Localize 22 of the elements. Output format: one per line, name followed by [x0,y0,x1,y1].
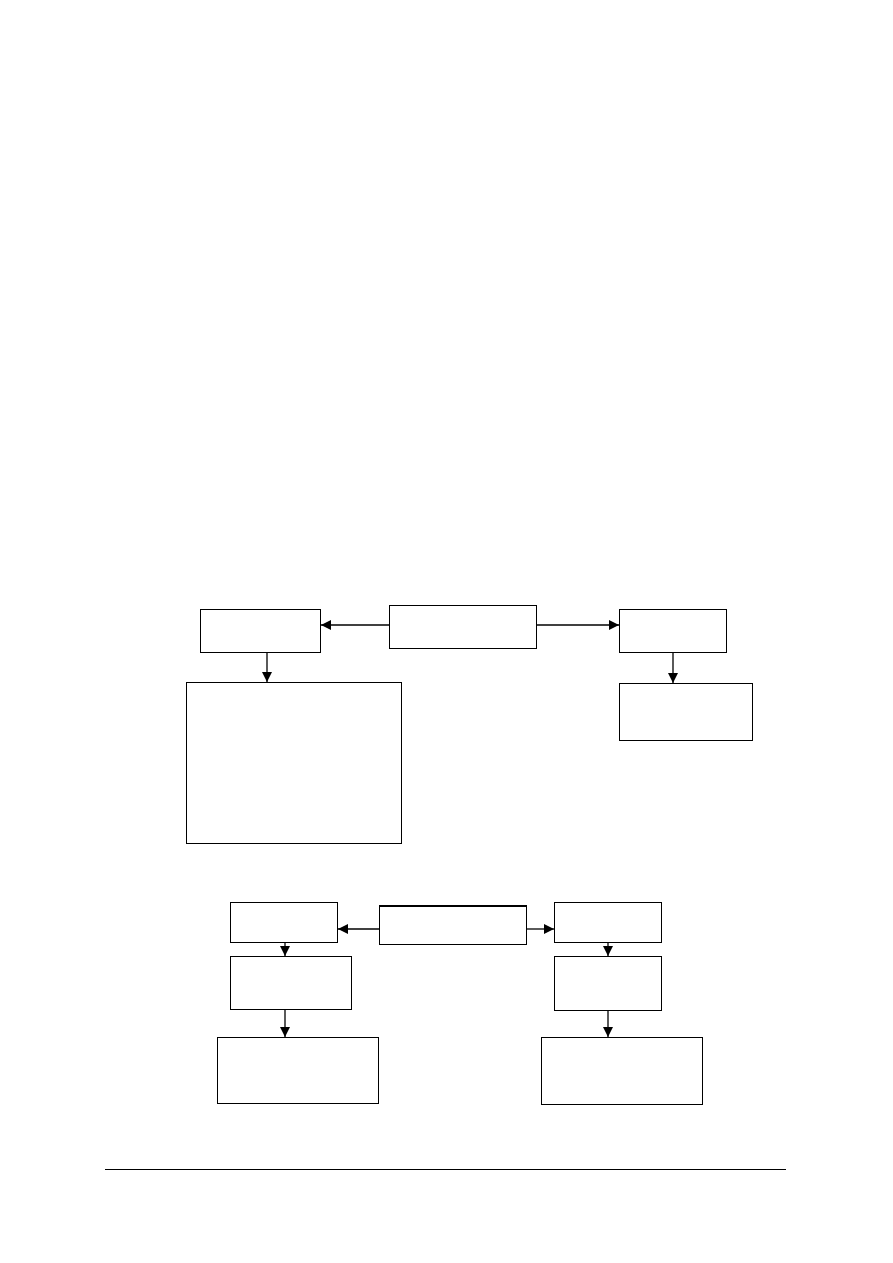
empty-box [554,902,662,943]
empty-box [541,1037,703,1105]
arrow [603,1010,613,1038]
arrow [280,942,290,957]
empty-box [230,902,338,943]
empty-box [389,605,537,649]
empty-box [379,905,527,945]
arrow [526,924,555,934]
arrow [668,652,678,684]
empty-box [230,956,352,1010]
empty-box [619,683,753,741]
arrow [280,1009,290,1038]
arrow [603,942,613,957]
empty-box [186,682,402,844]
empty-box [200,609,321,653]
arrow [536,620,620,630]
arrow [320,620,390,630]
empty-box [217,1037,379,1104]
arrow [262,652,272,683]
arrow [337,924,380,934]
empty-box [619,609,727,653]
empty-box [554,956,662,1011]
